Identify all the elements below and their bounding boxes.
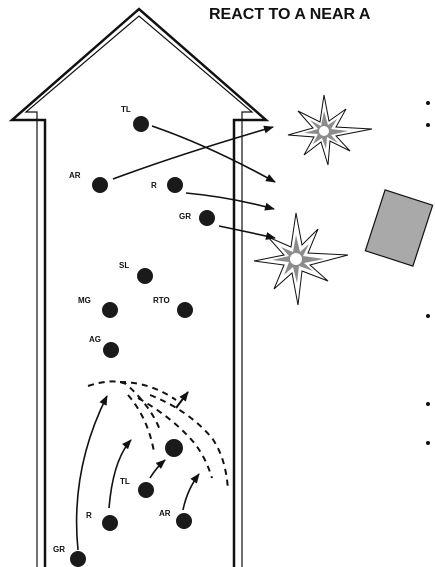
soldier-tl-label: TL [120,477,130,486]
soldier-mg-label: MG [78,296,91,305]
lead-element: TL AR R GR [69,105,215,226]
soldier-r-marker [102,515,118,531]
maneuver-arrow [150,460,165,478]
explosion-icon [254,213,348,305]
soldier-r-label: R [151,181,157,190]
soldier-ag-marker [103,342,119,358]
soldier-tl-marker [138,482,154,498]
fire-arrow [152,126,275,182]
bullet [426,123,430,127]
dashed-path [120,382,176,400]
soldier-r-marker [167,177,183,193]
soldier-gr-marker [70,551,86,567]
movement-arrow [176,392,188,408]
soldier-mg-marker [102,302,118,318]
dashed-path [128,395,154,452]
bullet [426,402,430,406]
soldier-r-label: R [86,511,92,520]
soldier-gr-label: GR [179,212,191,221]
bullet [426,441,430,445]
direction-arrow-inner [26,16,252,567]
fire-arrow [186,193,274,209]
fire-arrow [219,226,275,238]
soldier-sl-marker [137,268,153,284]
dashed-paths [88,381,228,490]
fire-arrow [113,127,273,179]
bullet [426,101,430,105]
soldier-rto-marker [177,302,193,318]
bullet [426,314,430,318]
maneuver-arrow [183,474,199,510]
explosion-icon [288,95,372,165]
fire-arrows [113,126,275,238]
vehicle-icon [365,190,432,266]
soldier-ag-label: AG [89,335,101,344]
soldier-gr-marker [199,210,215,226]
rear-element: TL R AR GR [53,439,192,567]
soldier-tl-marker [133,116,149,132]
support-element: SL MG RTO AG [78,261,193,358]
dashed-path [150,395,228,490]
maneuver-arrow [109,440,131,508]
soldier-ar-label: AR [69,171,81,180]
soldier-ar-marker [92,177,108,193]
soldier-tl-marker [165,439,183,457]
bullet-list [426,101,430,445]
soldier-ar-marker [176,513,192,529]
dashed-path [138,398,212,478]
soldier-tl-label: TL [121,105,131,114]
soldier-ar-label: AR [159,509,171,518]
soldier-sl-label: SL [119,261,129,270]
soldier-gr-label: GR [53,545,65,554]
soldier-rto-label: RTO [153,296,170,305]
maneuver-arrow [77,396,107,550]
